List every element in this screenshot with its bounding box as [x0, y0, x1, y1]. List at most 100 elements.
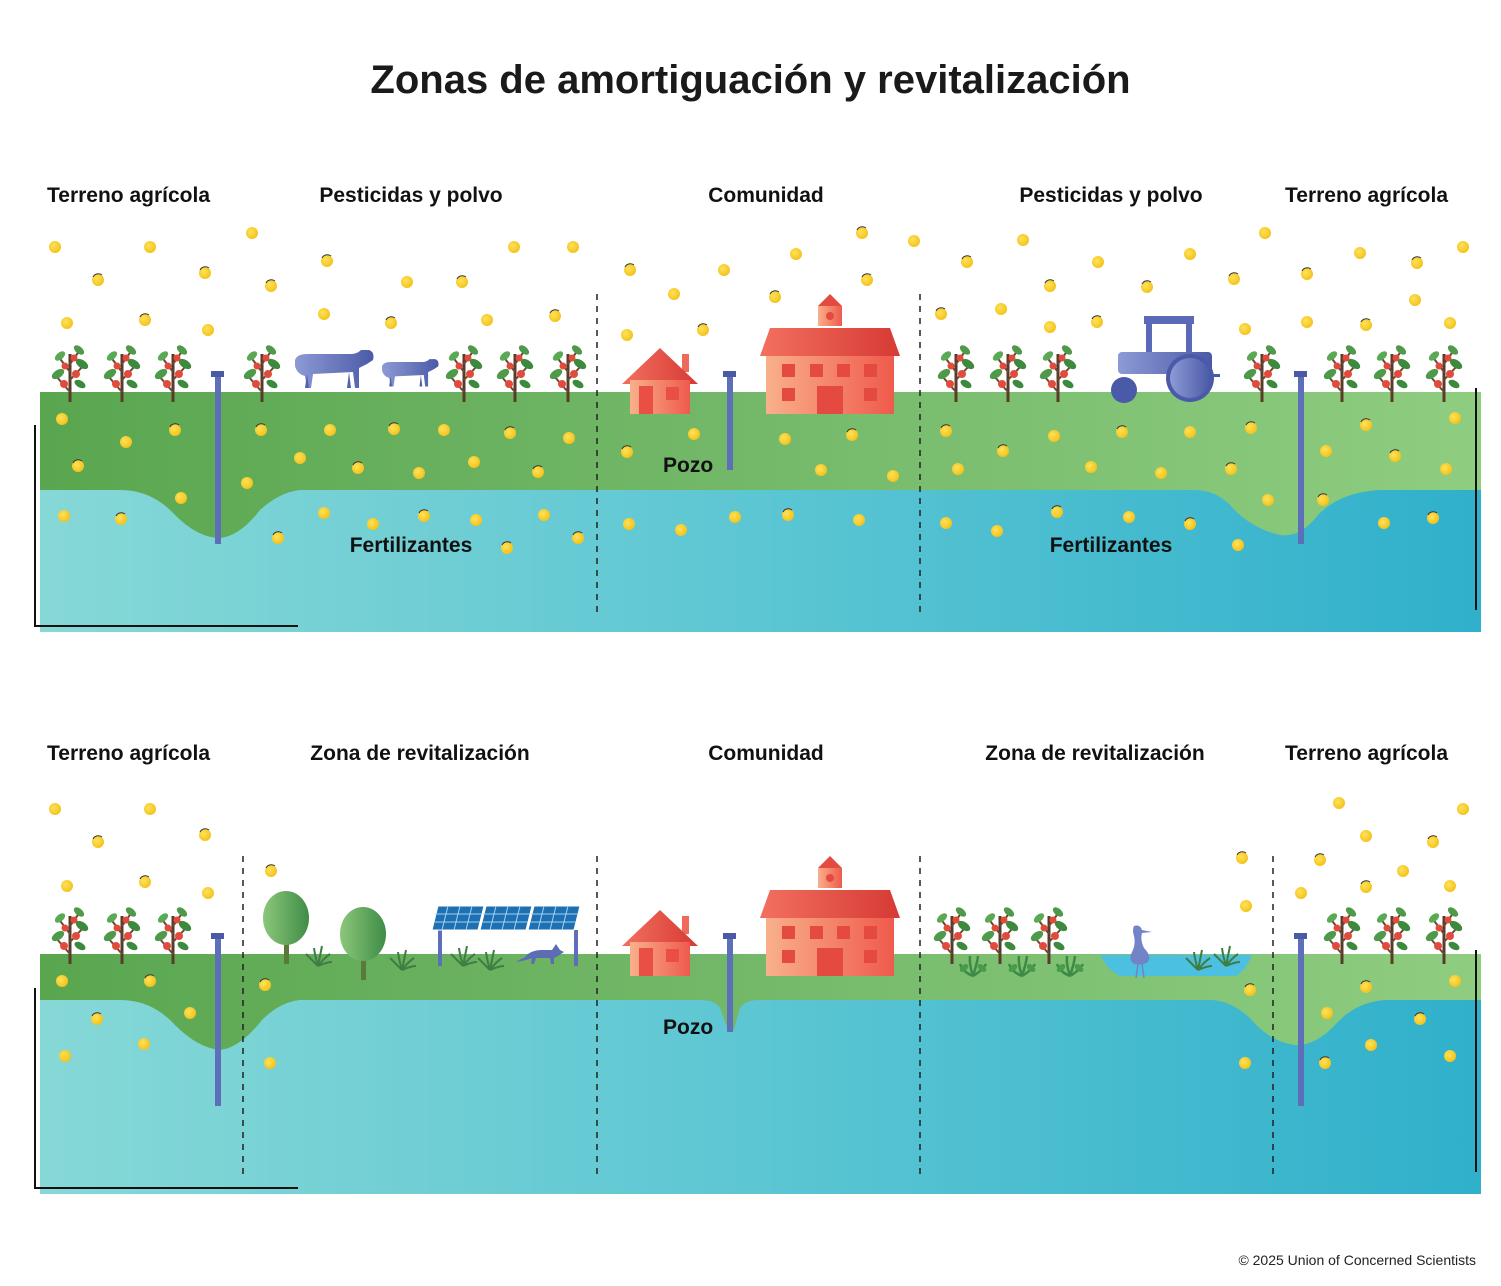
- particle-icon: [853, 514, 865, 526]
- particle-icon: [184, 1007, 196, 1019]
- well-pipe-icon: [723, 371, 736, 470]
- particle-icon: [790, 248, 802, 260]
- tree-icon: [263, 891, 309, 964]
- well-pipe-icon: [1294, 933, 1307, 1106]
- particle-icon: [320, 254, 334, 268]
- particle-icon: [438, 424, 450, 436]
- particle-icon: [1262, 494, 1274, 506]
- particle-icon: [1239, 323, 1251, 335]
- particle-icon: [264, 1057, 276, 1069]
- particle-icon: [1017, 234, 1029, 246]
- cow-icon: [382, 359, 439, 387]
- particle-icon: [1410, 256, 1424, 270]
- particle-icon: [1444, 1050, 1456, 1062]
- tractor-icon: [1111, 316, 1220, 403]
- particle-icon: [668, 288, 680, 300]
- particle-icon: [779, 433, 791, 445]
- particle-icon: [675, 524, 687, 536]
- particle-icon: [120, 436, 132, 448]
- particle-icon: [1184, 426, 1196, 438]
- particle-icon: [1232, 539, 1244, 551]
- particle-icon: [1457, 241, 1469, 253]
- well-pipe-icon: [1294, 371, 1307, 544]
- particle-icon: [548, 309, 562, 323]
- particle-icon: [1044, 321, 1056, 333]
- panel-bottom: [34, 856, 1481, 1194]
- particle-icon: [202, 887, 214, 899]
- particle-icon: [481, 314, 493, 326]
- particle-icon: [91, 835, 105, 849]
- particle-icon: [470, 514, 482, 526]
- particle-icon: [1321, 1007, 1333, 1019]
- particle-icon: [1301, 316, 1313, 328]
- label-top-farmland-left: Terreno agrícola: [47, 184, 210, 207]
- label-bottom-farmland-left: Terreno agrícola: [47, 742, 210, 765]
- particle-icon: [144, 803, 156, 815]
- particle-icon: [384, 316, 398, 330]
- particle-icon: [1449, 412, 1461, 424]
- particle-icon: [815, 464, 827, 476]
- particle-icon: [61, 317, 73, 329]
- particle-icon: [934, 307, 948, 321]
- particle-icon: [1333, 797, 1345, 809]
- particle-icon: [940, 517, 952, 529]
- particle-icon: [1313, 853, 1327, 867]
- particle-icon: [49, 803, 61, 815]
- well-pipe-icon: [723, 933, 736, 1032]
- particle-icon: [144, 241, 156, 253]
- cow-icon: [295, 350, 374, 388]
- particle-icon: [138, 1038, 150, 1050]
- particle-icon: [1320, 445, 1332, 457]
- particle-icon: [1085, 461, 1097, 473]
- particle-icon: [1184, 248, 1196, 260]
- label-bottom-community: Comunidad: [708, 742, 824, 765]
- soil-bottom: [40, 954, 1481, 1050]
- particle-icon: [991, 525, 1003, 537]
- bracket-line: [34, 988, 298, 1189]
- particle-icon: [413, 467, 425, 479]
- particle-icon: [58, 510, 70, 522]
- particle-icon: [1300, 267, 1314, 281]
- particle-icon: [1360, 830, 1372, 842]
- particle-icon: [56, 975, 68, 987]
- particle-icon: [1090, 315, 1104, 329]
- school-icon: [760, 856, 900, 976]
- particle-icon: [1043, 279, 1057, 293]
- particle-icon: [324, 424, 336, 436]
- particle-icon: [61, 880, 73, 892]
- particle-icon: [621, 329, 633, 341]
- particle-icon: [1449, 975, 1461, 987]
- particle-icon: [455, 275, 469, 289]
- particle-icon: [1140, 280, 1154, 294]
- particle-icon: [1235, 851, 1249, 865]
- particle-icon: [367, 518, 379, 530]
- particle-icon: [1397, 865, 1409, 877]
- particle-icon: [952, 463, 964, 475]
- particle-icon: [198, 266, 212, 280]
- particle-icon: [538, 509, 550, 521]
- particle-icon: [1359, 880, 1373, 894]
- particle-icon: [1444, 317, 1456, 329]
- particle-icon: [567, 241, 579, 253]
- particle-icon: [318, 507, 330, 519]
- particle-icon: [264, 864, 278, 878]
- particle-icon: [1354, 247, 1366, 259]
- particle-icon: [1092, 256, 1104, 268]
- solar-panel-icon: [431, 905, 581, 966]
- label-bottom-farmland-right: Terreno agrícola: [1285, 742, 1448, 765]
- particle-icon: [202, 324, 214, 336]
- well-pipe-icon: [211, 933, 224, 1106]
- well-pipe-icon: [211, 371, 224, 544]
- particle-icon: [294, 452, 306, 464]
- house-icon: [622, 910, 698, 976]
- particle-icon: [198, 828, 212, 842]
- particle-icon: [623, 263, 637, 277]
- particle-icon: [688, 428, 700, 440]
- well-label-bottom: Pozo: [663, 1016, 714, 1039]
- particle-icon: [1227, 272, 1241, 286]
- particle-icon: [1444, 880, 1456, 892]
- particle-icon: [563, 432, 575, 444]
- particle-icon: [1259, 227, 1271, 239]
- well-label-top: Pozo: [663, 454, 714, 477]
